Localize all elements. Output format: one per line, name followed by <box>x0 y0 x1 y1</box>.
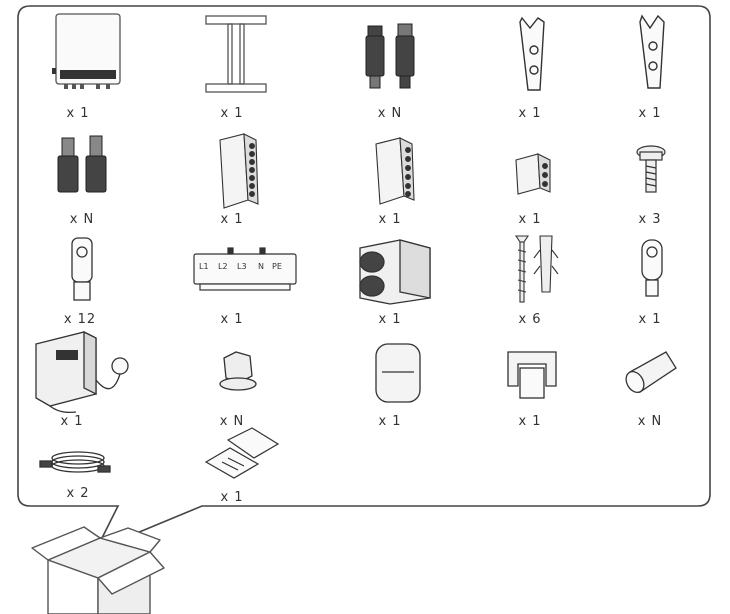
qty-label: x N <box>637 414 663 429</box>
qty-label: x 1 <box>638 312 662 327</box>
mounting-bracket-icon <box>205 15 267 93</box>
ac-cover-label: PE <box>272 262 282 271</box>
pv-connector-pair-b-icon <box>57 135 107 193</box>
cable-clip-icon <box>507 351 557 399</box>
qty-label: x 1 <box>378 414 402 429</box>
ac-cover-label: L2 <box>218 262 228 271</box>
terminal-block-6-icon <box>375 137 415 205</box>
qty-label: x 12 <box>63 312 97 327</box>
cable-gland-box-icon <box>359 239 431 305</box>
hex-nut-icon <box>219 351 257 391</box>
qty-label: x N <box>377 106 403 121</box>
qty-label: x 6 <box>518 312 542 327</box>
qty-label: x 3 <box>638 212 662 227</box>
ring-lug-icon <box>71 237 93 301</box>
qty-label: x 1 <box>220 312 244 327</box>
qty-label: x 1 <box>518 212 542 227</box>
ac-cover-icon <box>193 247 297 291</box>
ferrule-icon <box>625 351 677 393</box>
qty-label: x 2 <box>66 486 90 501</box>
disconnect-tool-b-icon <box>639 14 665 89</box>
qty-label: x 1 <box>60 414 84 429</box>
terminal-block-3-icon <box>515 153 551 195</box>
terminal-block-8-icon <box>219 133 259 209</box>
screw-icon <box>636 145 666 193</box>
ac-cover-label: N <box>258 262 264 271</box>
expansion-bolt-icon <box>514 235 559 303</box>
ac-cover-label: L1 <box>199 262 209 271</box>
qty-label: x 1 <box>638 106 662 121</box>
smart-meter-icon <box>35 330 129 414</box>
box-icon <box>31 526 165 614</box>
disconnect-tool-icon <box>519 16 545 91</box>
qty-label: x 1 <box>378 312 402 327</box>
qty-label: x N <box>219 414 245 429</box>
qty-label: x 1 <box>220 490 244 505</box>
qty-label: x N <box>69 212 95 227</box>
communication-cable-icon <box>39 451 111 473</box>
documents-icon <box>204 427 280 479</box>
small-ring-lug-icon <box>641 239 663 297</box>
qty-label: x 1 <box>518 414 542 429</box>
qty-label: x 1 <box>66 106 90 121</box>
qty-label: x 1 <box>518 106 542 121</box>
ac-cover-label: L3 <box>237 262 247 271</box>
wifi-dongle-icon <box>375 343 421 403</box>
qty-label: x 1 <box>220 212 244 227</box>
pv-connector-pair-icon <box>365 23 415 89</box>
qty-label: x 1 <box>220 106 244 121</box>
qty-label: x 1 <box>378 212 402 227</box>
inverter-icon <box>52 13 121 89</box>
